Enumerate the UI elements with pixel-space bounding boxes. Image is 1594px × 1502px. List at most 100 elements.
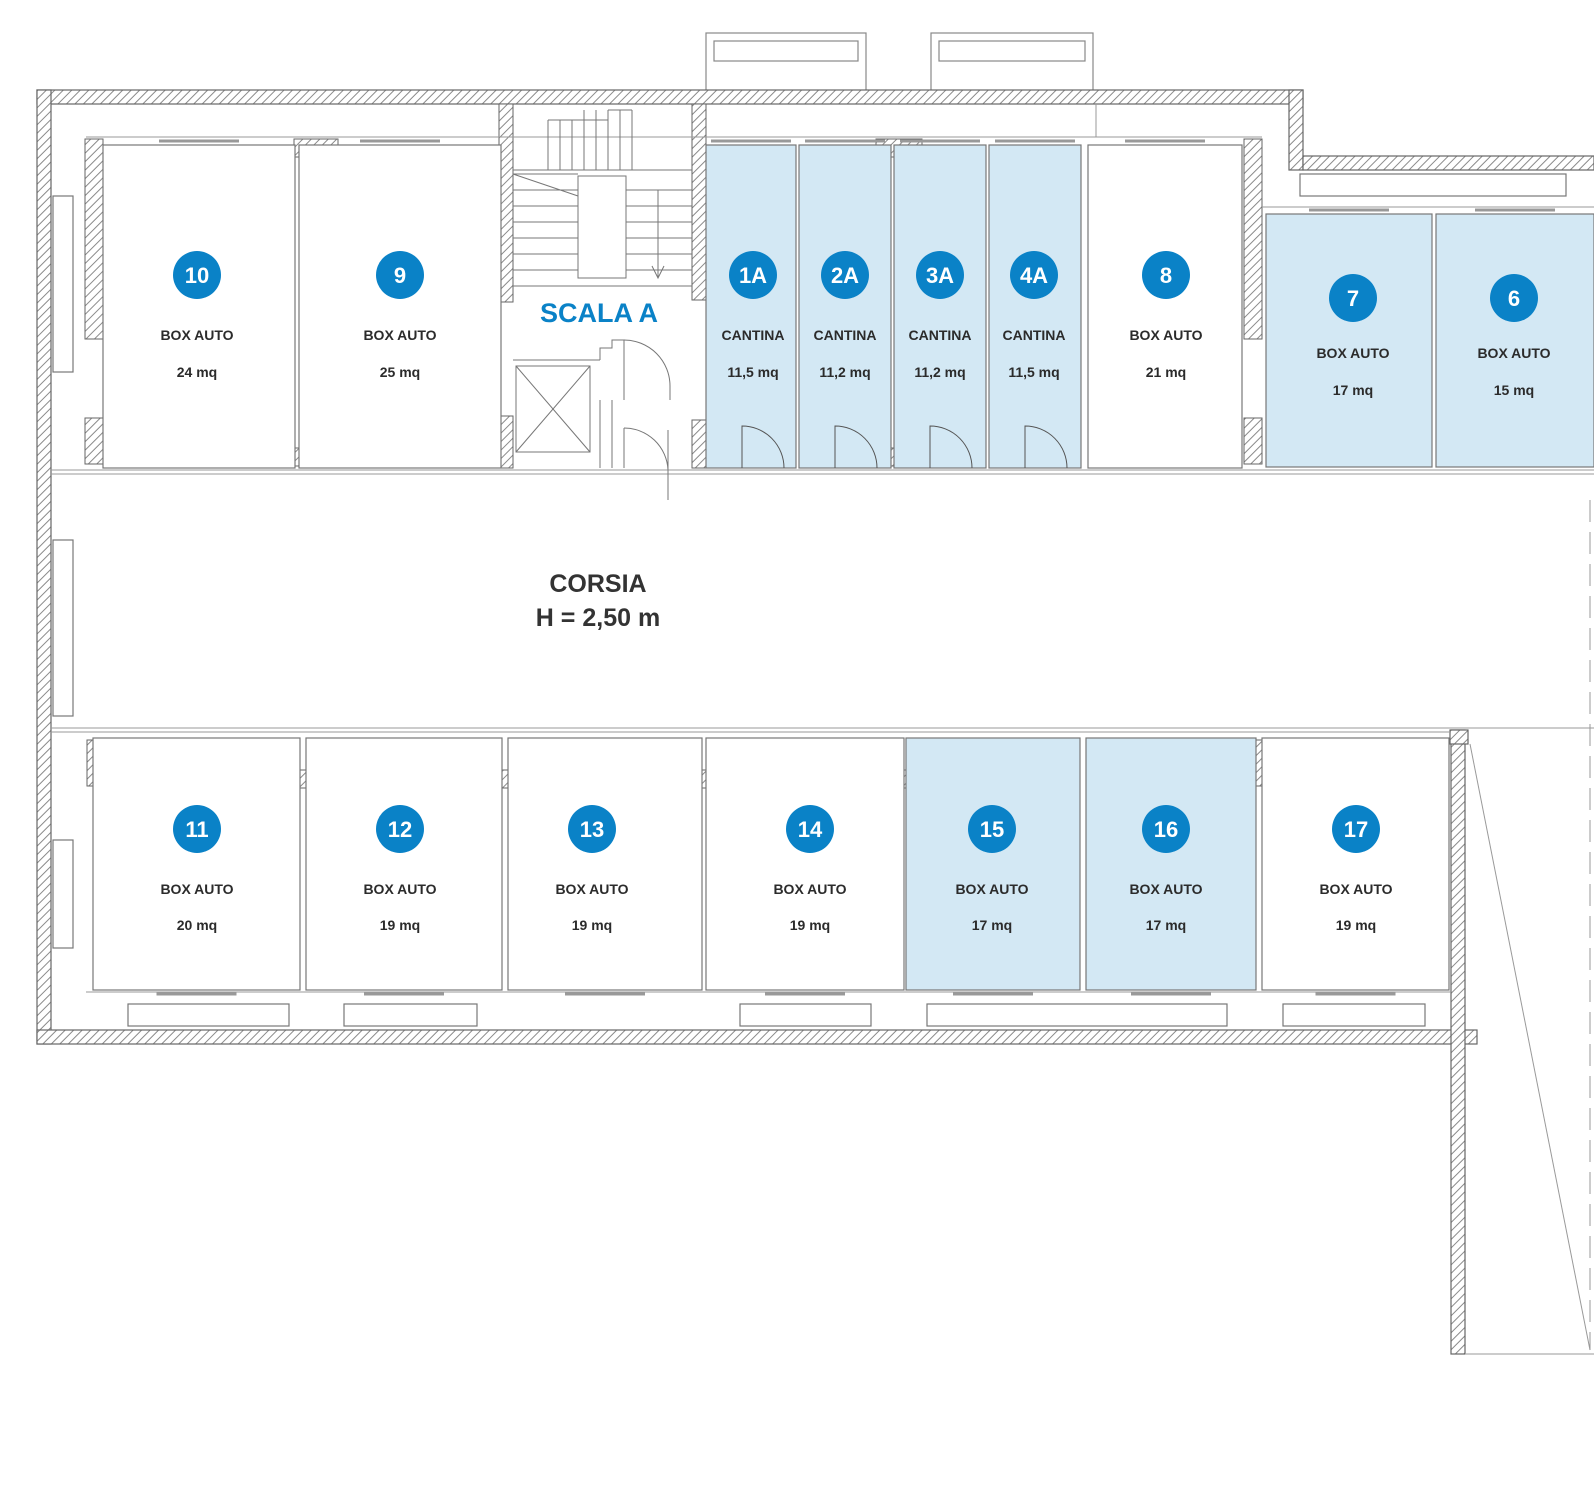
corridor-label: CORSIA [549,570,646,598]
unit-number-badge [916,251,964,299]
unit-type: BOX AUTO [363,881,436,897]
unit-area[interactable] [1087,144,1243,469]
unit-number: 6 [1508,286,1520,311]
unit-type: CANTINA [722,327,785,343]
unit-area-label: 20 mq [177,917,217,933]
unit-number-badge [1332,805,1380,853]
unit-number-badge [1490,274,1538,322]
unit-area[interactable] [705,144,797,469]
perimeter-walls [36,89,1594,1355]
unit-number: 10 [185,263,209,288]
unit-number-badge [376,805,424,853]
unit-3a[interactable]: 3A CANTINA 11,2 mq [893,139,987,469]
unit-number: 3A [926,263,954,288]
unit-number: 9 [394,263,406,288]
corridor-lines [51,104,1594,1355]
unit-area-label: 24 mq [177,364,217,380]
unit-area-label: 11,2 mq [914,364,965,380]
stair-walls [498,103,707,469]
unit-type: BOX AUTO [363,327,436,343]
unit-area[interactable] [507,737,703,991]
stair-drawing [512,109,692,500]
unit-area-label: 17 mq [1333,382,1373,398]
unit-type: CANTINA [814,327,877,343]
unit-area[interactable] [798,144,892,469]
unit-area[interactable] [298,144,502,469]
unit-area[interactable] [305,737,503,991]
unit-area-label: 21 mq [1146,364,1186,380]
unit-type: BOX AUTO [160,881,233,897]
unit-number-badge [821,251,869,299]
unit-number: 2A [831,263,859,288]
unit-number: 15 [980,817,1004,842]
unit-area-label: 19 mq [790,917,830,933]
unit-number: 13 [580,817,604,842]
unit-area[interactable] [102,144,296,469]
unit-type: BOX AUTO [1316,345,1389,361]
unit-area-label: 19 mq [572,917,612,933]
door-swing [741,425,785,469]
unit-type: BOX AUTO [160,327,233,343]
door-swing [929,425,973,469]
unit-number-badge [729,251,777,299]
unit-type: BOX AUTO [555,881,628,897]
unit-area[interactable] [92,737,301,991]
unit-area-label: 25 mq [380,364,420,380]
unit-area-label: 19 mq [1336,917,1376,933]
unit-area[interactable] [905,737,1081,991]
unit-number: 11 [185,817,208,842]
unit-type: BOX AUTO [773,881,846,897]
unit-type: BOX AUTO [1319,881,1392,897]
unit-number-badge [376,251,424,299]
unit-area-label: 17 mq [1146,917,1186,933]
unit-area[interactable] [1265,213,1433,468]
unit-number-badge [786,805,834,853]
right-recess [1299,173,1567,197]
unit-area[interactable] [1085,737,1257,991]
unit-type: BOX AUTO [955,881,1028,897]
stair-label: SCALA A [540,298,658,328]
unit-area-label: 19 mq [380,917,420,933]
unit-type: BOX AUTO [1129,881,1202,897]
unit-type: BOX AUTO [1129,327,1202,343]
unit-number: 17 [1344,817,1368,842]
unit-type: CANTINA [909,327,972,343]
door-swing [834,425,878,469]
unit-area[interactable] [988,144,1082,469]
unit-number-badge [568,805,616,853]
unit-number: 12 [388,817,412,842]
unit-number: 14 [798,817,823,842]
unit-number-badge [1142,251,1190,299]
left-windows [52,195,74,949]
unit-number-badge [1329,274,1377,322]
unit-type: CANTINA [1003,327,1066,343]
unit-area[interactable] [893,144,987,469]
unit-area-label: 15 mq [1494,382,1534,398]
unit-type: BOX AUTO [1477,345,1550,361]
unit-area[interactable] [705,737,905,991]
unit-area[interactable] [1261,737,1450,991]
unit-number-badge [1142,805,1190,853]
unit-number: 8 [1160,263,1172,288]
unit-number: 1A [739,263,767,288]
unit-number-badge [968,805,1016,853]
unit-area[interactable] [1435,213,1594,468]
unit-number-badge [1010,251,1058,299]
